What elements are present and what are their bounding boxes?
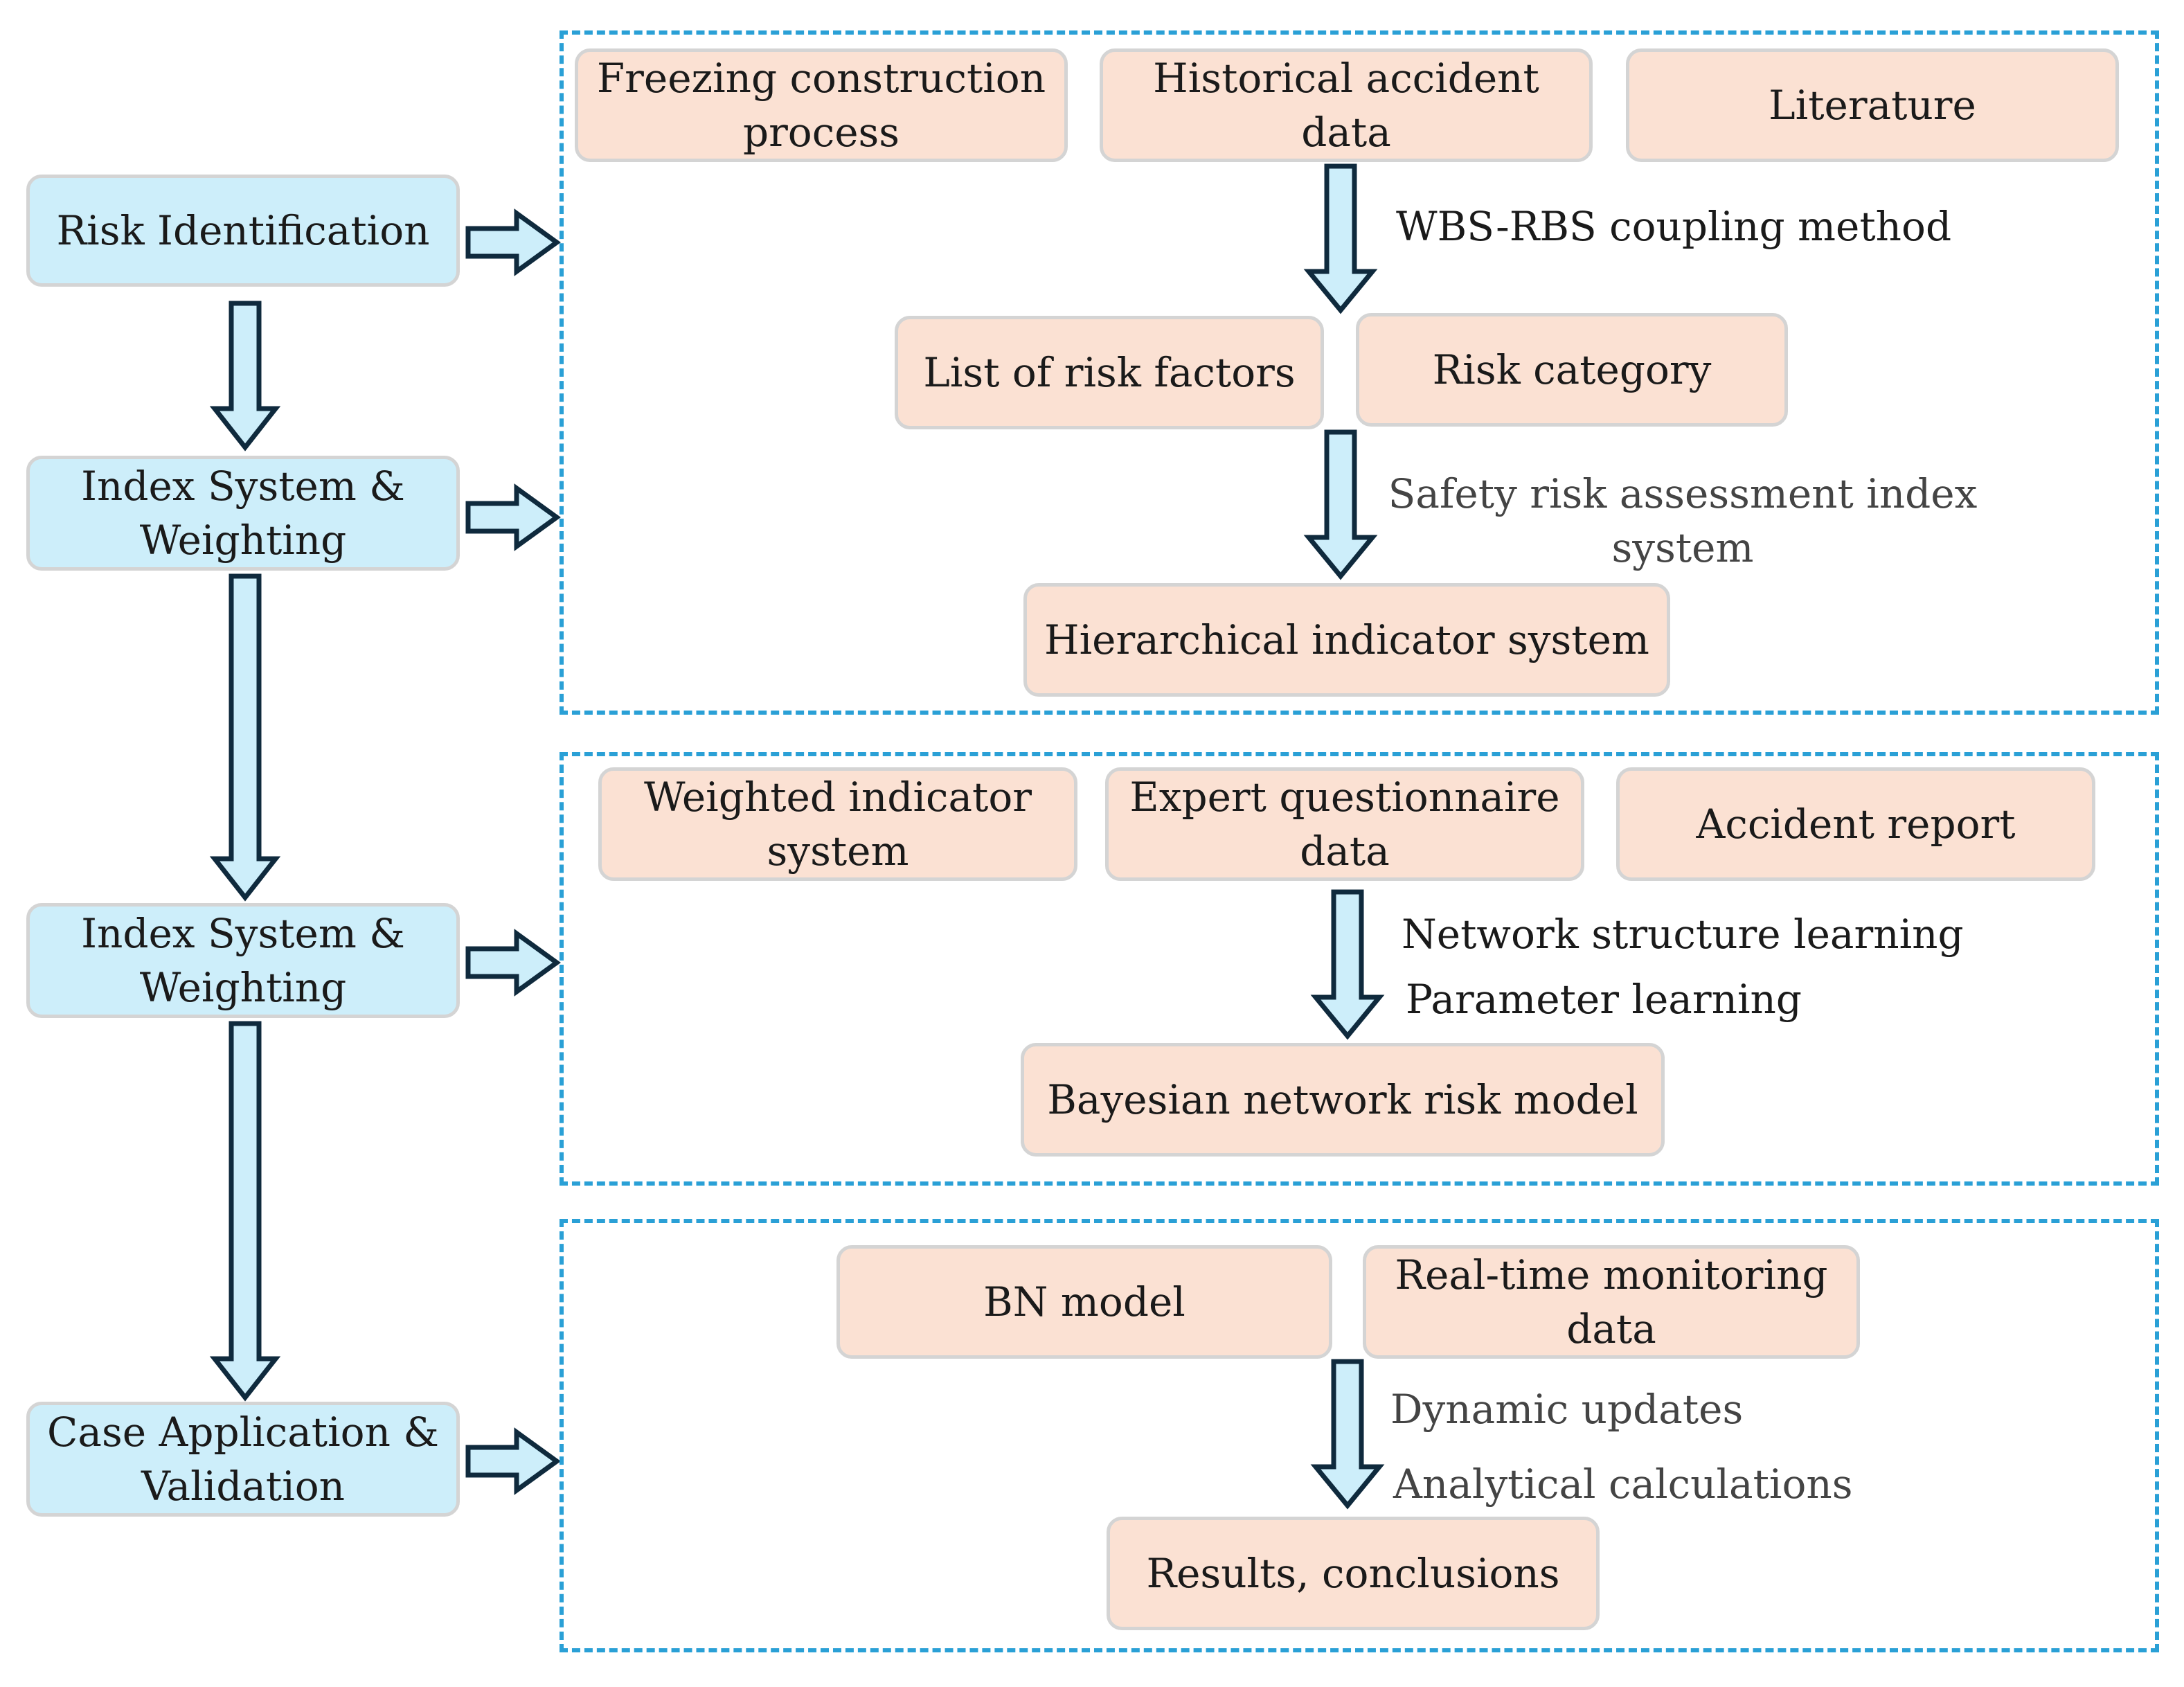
node-label: Freezing construction process xyxy=(596,55,1046,156)
node-label: Historical accident data xyxy=(1153,55,1539,156)
step-index-system-weighting-2: Index System & Weighting xyxy=(26,903,460,1018)
node-label: Real-time monitoring data xyxy=(1395,1251,1828,1353)
down-arrow-icon xyxy=(209,1021,281,1402)
right-arrow-icon xyxy=(465,1427,561,1495)
source-accident-report: Accident report xyxy=(1616,767,2095,881)
method-label-dynamic-updates: Dynamic updates xyxy=(1390,1386,1744,1433)
node-label: Risk category xyxy=(1432,346,1712,393)
panel-risk-identification xyxy=(560,30,2159,715)
node-label: BN model xyxy=(983,1278,1185,1326)
node-label: Literature xyxy=(1769,82,1976,129)
right-arrow-icon xyxy=(465,208,561,276)
node-label: Bayesian network risk model xyxy=(1047,1076,1638,1123)
panel-index-system xyxy=(560,752,2159,1186)
source-bn-model: BN model xyxy=(836,1245,1332,1359)
step-label: Case Application & Validation xyxy=(47,1409,439,1510)
right-arrow-icon xyxy=(465,929,561,997)
source-real-time-monitoring: Real-time monitoring data xyxy=(1363,1245,1860,1359)
source-historical-accident-data: Historical accident data xyxy=(1100,48,1593,162)
step-label: Risk Identification xyxy=(56,207,430,254)
down-arrow-icon xyxy=(1310,1359,1385,1510)
node-label: Accident report xyxy=(1696,801,2016,848)
step-case-application-validation: Case Application & Validation xyxy=(26,1402,460,1517)
source-weighted-indicator-system: Weighted indicator system xyxy=(598,767,1077,881)
panel-case-application xyxy=(560,1219,2159,1652)
method-label-parameter: Parameter learning xyxy=(1406,976,1802,1023)
step-label: Index System & Weighting xyxy=(81,910,405,1011)
result-conclusions: Results, conclusions xyxy=(1107,1517,1600,1630)
method-label: WBS-RBS coupling method xyxy=(1396,203,1952,250)
output-list-of-risk-factors: List of risk factors xyxy=(895,316,1324,429)
node-label: Expert questionnaire data xyxy=(1129,774,1560,875)
node-label: Results, conclusions xyxy=(1146,1550,1560,1597)
down-arrow-icon xyxy=(1310,889,1385,1040)
right-arrow-icon xyxy=(465,483,561,551)
method-label-network-structure: Network structure learning xyxy=(1402,911,1964,958)
node-label: Hierarchical indicator system xyxy=(1044,616,1649,663)
method-label-analytical: Analytical calculations xyxy=(1393,1461,1853,1508)
method-label-2: Safety risk assessment index system xyxy=(1388,470,1978,571)
source-freezing-construction: Freezing construction process xyxy=(575,48,1068,162)
down-arrow-icon xyxy=(209,573,281,902)
node-label: List of risk factors xyxy=(923,349,1296,396)
output-risk-category: Risk category xyxy=(1356,313,1788,427)
step-risk-identification: Risk Identification xyxy=(26,175,460,287)
down-arrow-icon xyxy=(1303,429,1378,580)
node-label: Weighted indicator system xyxy=(643,774,1032,875)
down-arrow-icon xyxy=(1303,163,1378,314)
step-index-system-weighting: Index System & Weighting xyxy=(26,456,460,571)
step-label: Index System & Weighting xyxy=(81,463,405,564)
source-expert-questionnaire: Expert questionnaire data xyxy=(1105,767,1584,881)
down-arrow-icon xyxy=(209,301,281,452)
result-bayesian-network-model: Bayesian network risk model xyxy=(1021,1043,1665,1157)
result-hierarchical-indicator-system: Hierarchical indicator system xyxy=(1023,583,1670,697)
source-literature: Literature xyxy=(1626,48,2119,162)
